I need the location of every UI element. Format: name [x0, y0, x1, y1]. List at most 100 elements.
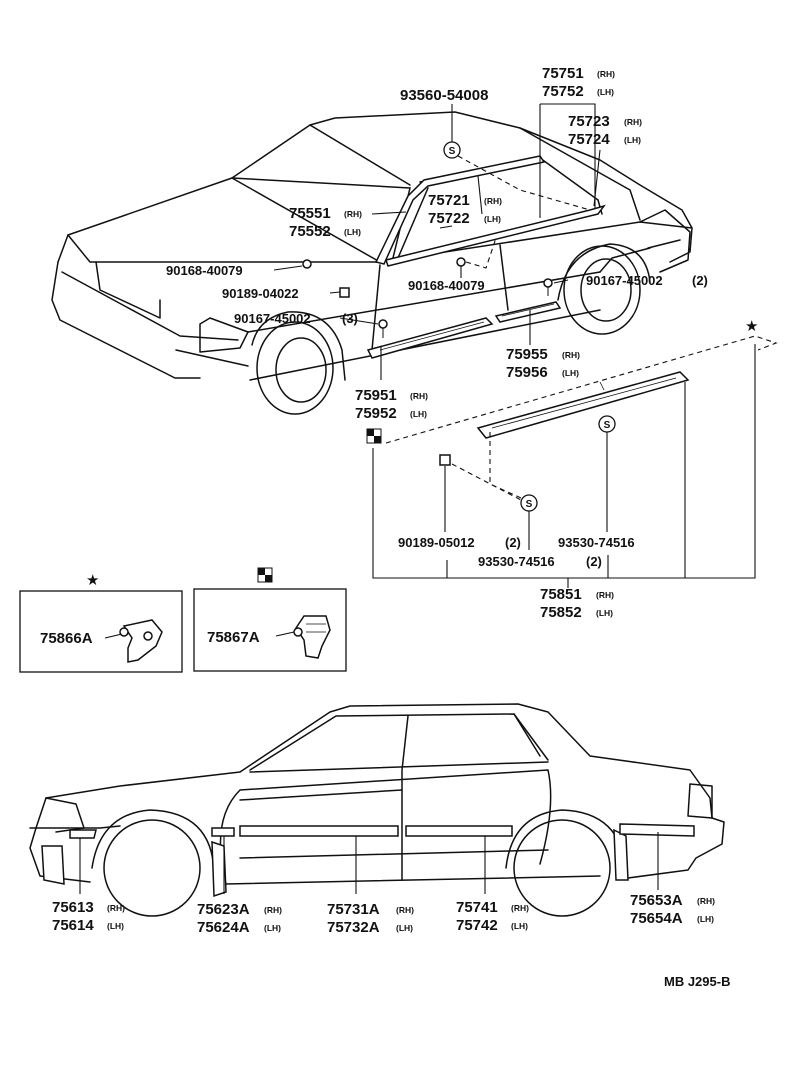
part-number: 75732A [327, 919, 380, 936]
diagram-code: MB J295-B [664, 974, 730, 989]
side-suffix: (RH) [697, 896, 715, 906]
part-number: 75551 [289, 205, 331, 222]
front-fender-rear-molding [211, 827, 235, 837]
part-number: 90189-05012 [398, 535, 475, 550]
side-molding [476, 371, 690, 439]
clip-75867a-icon [295, 615, 331, 659]
side-suffix: (RH) [596, 590, 614, 600]
side-suffix: (RH) [511, 903, 529, 913]
front-fender-molding [69, 829, 97, 839]
side-suffix: (RH) [624, 117, 642, 127]
side-suffix: (RH) [562, 350, 580, 360]
side-suffix: (RH) [264, 905, 282, 915]
part-number: 75623A [197, 901, 250, 918]
part-number: 75654A [630, 910, 683, 927]
upper-car-moldings [366, 155, 606, 359]
part-number: 75624A [197, 919, 250, 936]
side-suffix: (LH) [396, 923, 413, 933]
part-number: 75742 [456, 917, 498, 934]
quarter-molding [619, 823, 695, 837]
side-suffix: (RH) [344, 209, 362, 219]
rocker-molding-rear [494, 301, 562, 323]
s-mark-icon: S [520, 494, 538, 512]
fasteners-upper [302, 257, 553, 338]
part-number: 75955 [506, 346, 548, 363]
upper-car-illustration [51, 111, 693, 415]
part-number: 75851 [540, 586, 582, 603]
side-suffix: (RH) [484, 196, 502, 206]
part-number: 75653A [630, 892, 683, 909]
part-number: 75852 [540, 604, 582, 621]
part-number: 90168-40079 [166, 263, 243, 278]
side-suffix: (LH) [596, 608, 613, 618]
side-suffix: (LH) [107, 921, 124, 931]
clip-icon [302, 259, 312, 269]
clip-icon [339, 287, 350, 298]
checker-marker-icon [257, 567, 273, 583]
clip-box-star: ★ 75866A [19, 571, 183, 673]
belt-molding [385, 204, 606, 267]
part-label: 75866A [40, 630, 93, 647]
side-suffix: (LH) [511, 921, 528, 931]
part-number: 75724 [568, 131, 610, 148]
lower-car-moldings [69, 823, 695, 839]
side-suffix: (LH) [264, 923, 281, 933]
part-number: 75952 [355, 405, 397, 422]
svg-text:S: S [449, 146, 456, 157]
clip-icon [439, 454, 451, 466]
part-number: 75552 [289, 223, 331, 240]
part-number: 75731A [327, 901, 380, 918]
part-number: 93530-74516 [478, 554, 555, 569]
rear-door-molding [405, 825, 513, 837]
star-marker-icon: ★ [745, 317, 758, 335]
exploded-molding-detail: ★ S S [366, 317, 778, 588]
part-number: 75722 [428, 210, 470, 227]
lower-car-illustration [29, 703, 725, 917]
quantity: (2) [692, 273, 708, 288]
lower-leader-lines [79, 832, 659, 894]
side-suffix: (LH) [624, 135, 641, 145]
part-labels: 93560-54008 75751 (RH) 75752 (LH) 75723 … [52, 65, 715, 936]
side-suffix: (LH) [697, 914, 714, 924]
quantity: (3) [342, 311, 358, 326]
part-number: 75751 [542, 65, 584, 82]
checker-marker-icon [366, 428, 382, 444]
window-frame-molding [374, 155, 546, 265]
part-number: 75752 [542, 83, 584, 100]
part-label: 75867A [207, 629, 260, 646]
side-suffix: (LH) [344, 227, 361, 237]
clip-box-checker: 75867A [193, 567, 347, 672]
part-number: 75741 [456, 899, 498, 916]
s-mark-icon: S [443, 141, 461, 159]
side-suffix: (LH) [562, 368, 579, 378]
side-suffix: (RH) [107, 903, 125, 913]
svg-text:★: ★ [745, 317, 758, 335]
part-number: 75613 [52, 899, 94, 916]
part-number: 90189-04022 [222, 286, 299, 301]
side-suffix: (RH) [410, 391, 428, 401]
screw-icon [378, 319, 388, 338]
part-number: 93530-74516 [558, 535, 635, 550]
part-number: 75723 [568, 113, 610, 130]
screw-icon [543, 278, 553, 296]
svg-text:S: S [526, 499, 533, 510]
part-number: 93560-54008 [400, 87, 488, 104]
quantity: (2) [505, 535, 521, 550]
clip-75866a-icon [122, 619, 163, 663]
s-mark-icon: S [598, 415, 616, 433]
star-marker-icon: ★ [86, 571, 99, 589]
part-number: 75721 [428, 192, 470, 209]
side-suffix: (LH) [597, 87, 614, 97]
side-suffix: (LH) [410, 409, 427, 419]
part-number: 75951 [355, 387, 397, 404]
side-suffix: (RH) [597, 69, 615, 79]
part-number: 75614 [52, 917, 94, 934]
side-suffix: (LH) [484, 214, 501, 224]
part-number: 90168-40079 [408, 278, 485, 293]
part-number: 75956 [506, 364, 548, 381]
clip-icon [456, 257, 466, 267]
front-door-molding [239, 825, 399, 837]
part-number: 90167-45002 [586, 273, 663, 288]
